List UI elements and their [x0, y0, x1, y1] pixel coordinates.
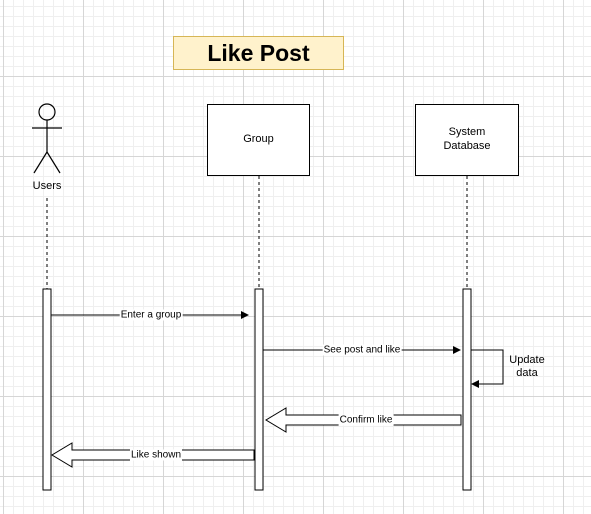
see-post-label: See post and like	[322, 344, 402, 356]
group-participant: Group	[207, 104, 310, 176]
diagram-title: Like Post	[173, 36, 344, 70]
enter-group-label: Enter a group	[119, 309, 183, 321]
group-activation-bar	[254, 288, 264, 491]
users-actor-label: Users	[32, 180, 62, 192]
update-data-arrow	[471, 349, 504, 385]
users-activation-bar	[42, 288, 52, 491]
update-data-label: Update data	[509, 353, 545, 379]
system-db-activation-bar	[462, 288, 472, 491]
users-actor-icon	[32, 103, 62, 174]
system-db-participant: System Database	[415, 104, 519, 176]
like-shown-label: Like shown	[129, 449, 183, 461]
confirm-like-label: Confirm like	[338, 414, 394, 426]
system-db-participant-label: System Database	[443, 126, 491, 152]
group-participant-label: Group	[243, 133, 274, 146]
update-data-arrowhead	[471, 380, 479, 388]
